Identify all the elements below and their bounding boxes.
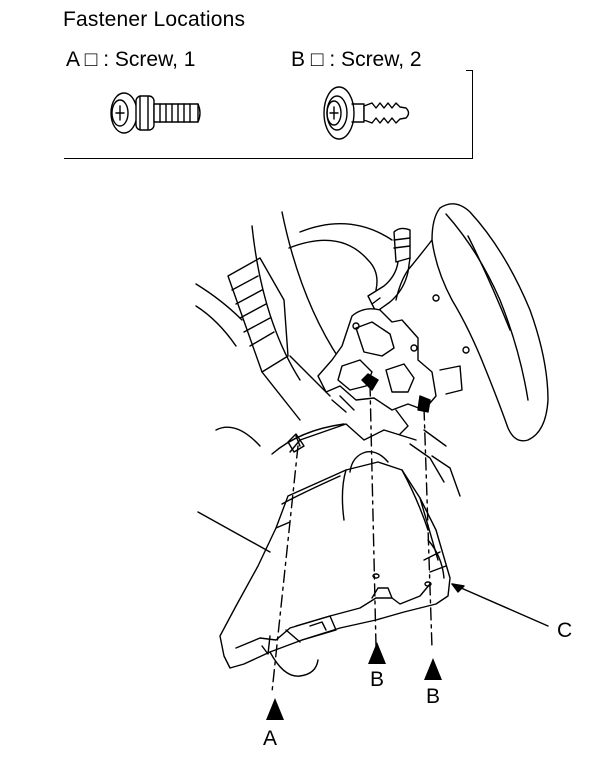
screw-b-icon	[323, 86, 410, 140]
callout-b-center: B	[370, 668, 385, 691]
callout-a: A	[263, 727, 278, 750]
column-cover	[219, 451, 451, 677]
dashboard-background	[195, 211, 393, 455]
fastener-b-symbol: □	[310, 48, 324, 71]
fastener-a-symbol: □	[84, 48, 98, 71]
fastener-b-text: : Screw, 2	[329, 48, 422, 71]
legend-frame	[64, 70, 473, 159]
fastener-a-text: : Screw, 1	[103, 48, 196, 71]
screw-leader-lines	[271, 383, 433, 693]
diagram-title: Fastener Locations	[63, 8, 246, 31]
fastener-a-key: A	[66, 48, 79, 71]
callout-c: C	[557, 619, 573, 642]
pointer-lines	[197, 511, 549, 627]
callout-b-right: B	[426, 685, 441, 708]
arrow-up-icon	[266, 642, 442, 720]
steering-wheel	[395, 203, 549, 442]
fastener-b-key: B	[291, 48, 306, 71]
screw-a-icon	[110, 92, 201, 134]
fastener-a-label: A □ : Screw, 1	[66, 48, 195, 72]
column-mechanism	[287, 308, 461, 497]
fastener-b-label: B □ : Screw, 2	[291, 48, 422, 72]
